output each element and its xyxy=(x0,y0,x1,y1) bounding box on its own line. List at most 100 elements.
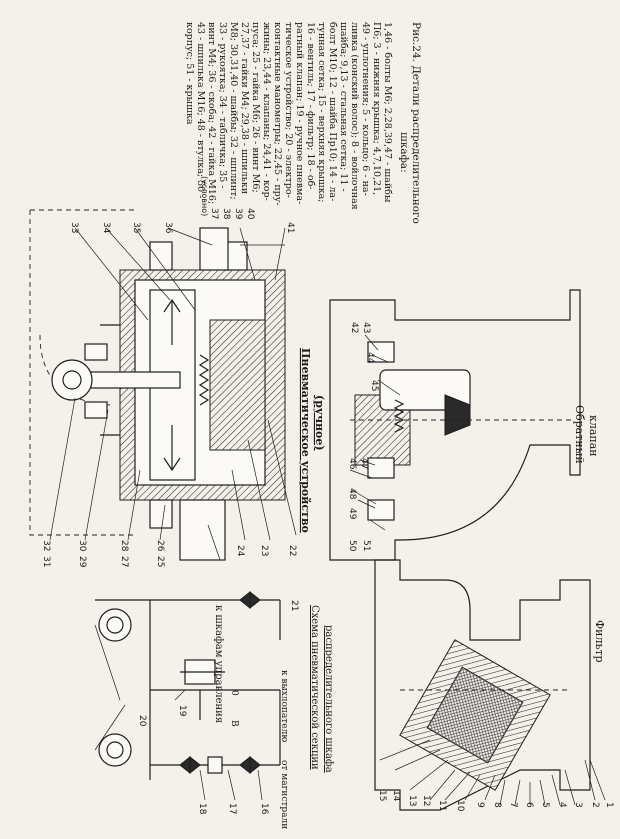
label-35: 35 xyxy=(131,222,141,233)
valve-symbol-16 xyxy=(239,755,261,775)
label-30: 30 xyxy=(77,540,87,552)
label-7: 7 xyxy=(508,802,518,808)
label-1: 1 xyxy=(604,802,614,808)
caption-line: контактные манометры; 22,45 - пру- xyxy=(272,22,283,206)
label-25: 25 xyxy=(155,556,165,567)
filter-view: 15 14 13 12 11 10 9 8 7 6 5 4 3 2 1 Филь… xyxy=(374,559,614,812)
label-15: 15 xyxy=(377,790,387,801)
caption-line: шкафа: xyxy=(398,132,410,173)
label-33: 33 xyxy=(69,222,79,233)
label-42: 42 xyxy=(349,322,359,333)
caption-line: 33 - рукоятка; 34 - табличка; 35 - xyxy=(217,22,228,189)
label-31: 31 xyxy=(41,556,51,567)
label-37: 37 xyxy=(209,208,219,219)
label-45: 45 xyxy=(369,380,379,391)
label-11: 11 xyxy=(437,800,447,811)
label-19: 19 xyxy=(177,705,187,717)
check-valve-view: 42 43 44 45 46 47 48 49 50 51 Обратный к… xyxy=(329,289,600,561)
label-44: 44 xyxy=(365,352,375,364)
label-10: 10 xyxy=(455,800,465,812)
label-43: 43 xyxy=(361,322,371,333)
caption-line: 27,37 - гайки М4; 29,38 - шпильки xyxy=(239,22,250,194)
caption-line: 49 - уплотнения; 5 - кольцо; 6 - на- xyxy=(360,22,371,196)
label-13: 13 xyxy=(407,795,417,806)
pneumatic-left-labels: 32 31 30 29 28 27 26 25 xyxy=(41,540,165,568)
label-39: 39 xyxy=(233,208,243,220)
to-cabinets-label: к шкафам управления xyxy=(213,605,224,723)
label-5: 5 xyxy=(540,802,550,808)
filter-symbol xyxy=(207,756,223,774)
pneumatic-title: Пневматическое устройство xyxy=(299,348,312,533)
label-51: 51 xyxy=(361,540,371,551)
caption-line: ливка (конский волос); 8 - войлочная xyxy=(349,22,360,210)
label-3: 3 xyxy=(573,802,583,808)
caption-line: П6; 3 - нижняя крышка; 4,7,10,21, xyxy=(371,22,382,195)
label-22: 22 xyxy=(287,545,297,556)
label-47: 47 xyxy=(359,458,369,469)
pneumatic-subtitle: (ручное) xyxy=(313,395,326,451)
valve-symbol-17 xyxy=(179,755,201,775)
label-20: 20 xyxy=(137,715,147,727)
bolt-bottom-left xyxy=(149,499,173,529)
label-27: 27 xyxy=(119,556,129,567)
spring xyxy=(198,354,210,406)
pneumatic-device-view: 33 34 35 36 37 38 39 40 (условно) 41 32 … xyxy=(29,176,326,611)
label-4: 4 xyxy=(557,802,567,808)
label-34: 34 xyxy=(101,222,111,234)
bolt-top-left xyxy=(149,241,173,271)
scheme-title-1: Схема пневматической секции xyxy=(309,605,320,770)
caption-line: жины; 23,44 - клапаны; 24,41 - кор- xyxy=(261,22,272,201)
label-conditional-note: (условно) xyxy=(200,176,209,216)
caption-line: корпус; 51 - крышка xyxy=(184,22,195,125)
to-exhaust-label: к выхлопателю xyxy=(279,670,289,742)
check-valve-title-1: Обратный xyxy=(573,405,586,464)
label-12: 12 xyxy=(421,795,431,806)
pneumatic-top-labels: 33 34 35 36 37 38 39 40 (условно) 41 xyxy=(69,176,295,234)
valve-stem xyxy=(89,371,181,389)
from-main-label: от магистрали xyxy=(279,760,289,829)
label-6: 6 xyxy=(524,802,534,808)
label-8: 8 xyxy=(492,802,502,808)
label-46: 46 xyxy=(347,458,357,470)
label-17: 17 xyxy=(227,803,237,814)
label-48: 48 xyxy=(347,488,357,500)
label-50: 50 xyxy=(347,540,357,552)
filter-mesh xyxy=(426,666,524,764)
figure-caption: Рис.24. Детали распределительного шкафа:… xyxy=(184,22,422,224)
label-18: 18 xyxy=(197,803,207,815)
label-26: 26 xyxy=(155,540,165,552)
label-16: 16 xyxy=(259,803,269,815)
diaphragm-block xyxy=(209,319,266,451)
label-29: 29 xyxy=(77,556,87,568)
caption-line: 43 - шпилька М16; 48 - втулка; 50 - xyxy=(195,22,206,198)
caption-line: ратный клапан; 19 - ручное пневма- xyxy=(294,22,305,204)
caption-line: винт М4; 36 - скоба; 42 - гайка М16; xyxy=(206,22,217,204)
label-28: 28 xyxy=(119,540,129,552)
caption-line: пуса; 25 - гайка М6; 26 - винт М6; xyxy=(250,22,261,193)
position-b: В xyxy=(229,720,239,727)
bracket-36 xyxy=(199,227,229,271)
caption-line: тунная сетка; 15 - верхняя крышка; xyxy=(316,22,327,203)
caption-line: 16 - вентиль; 17 - фильтр; 18 - об- xyxy=(305,22,316,190)
check-disc xyxy=(444,394,471,436)
label-40: 40 xyxy=(245,208,255,220)
caption-line: 1,46 - болты М6; 2,28,39,47 - шайбы xyxy=(382,22,393,203)
pneumatic-bottom-labels: 24 23 22 21 xyxy=(235,545,299,611)
valve-symbol-right xyxy=(239,590,261,610)
label-38: 38 xyxy=(221,208,231,220)
caption-line: болт М10; 12 - шайба Пр10; 14 - ла- xyxy=(327,22,338,201)
filter-title: Фильтр xyxy=(593,620,606,663)
label-21: 21 xyxy=(289,600,299,611)
label-36: 36 xyxy=(163,222,173,234)
label-23: 23 xyxy=(259,545,269,556)
caption-line: М8; 30,31,40 - шайбы; 32 - шплинт; xyxy=(228,22,239,200)
scheme-title-2: распределительного шкафа xyxy=(323,625,334,773)
check-spring xyxy=(393,399,405,433)
label-41: 41 xyxy=(285,222,295,233)
check-valve-title-2: клапан xyxy=(587,415,600,457)
label-32: 32 xyxy=(41,540,51,551)
label-9: 9 xyxy=(475,802,485,808)
label-2: 2 xyxy=(590,802,600,808)
